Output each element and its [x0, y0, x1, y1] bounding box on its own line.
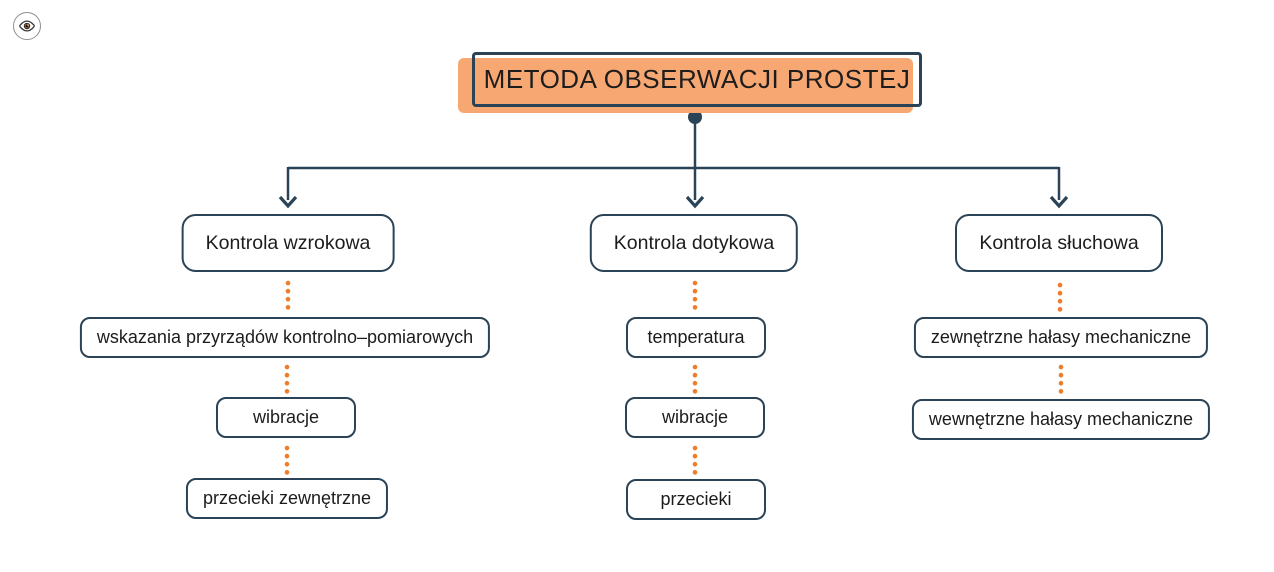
node-wewnetrzne-halasy: wewnętrzne hałasy mechaniczne	[911, 399, 1211, 440]
node-temperatura: temperatura	[626, 317, 766, 358]
preview-eye-button[interactable]	[13, 12, 41, 40]
node-wibracje-wzrokowa: wibracje	[216, 397, 356, 438]
eye-icon	[19, 20, 35, 32]
node-wskazania-przyrzadow: wskazania przyrządów kontrolno–pomiarowy…	[79, 317, 491, 358]
root-node-highlight	[458, 58, 913, 113]
root-node: METODA OBSERWACJI PROSTEJ	[472, 52, 922, 107]
node-kontrola-dotykowa: Kontrola dotykowa	[589, 214, 799, 272]
node-zewnetrzne-halasy: zewnętrzne hałasy mechaniczne	[913, 317, 1209, 358]
node-przecieki: przecieki	[626, 479, 766, 520]
node-kontrola-sluchowa: Kontrola słuchowa	[955, 214, 1163, 272]
node-kontrola-wzrokowa: Kontrola wzrokowa	[181, 214, 395, 272]
node-przecieki-zewnetrzne: przecieki zewnętrzne	[185, 478, 389, 519]
root-node-label: METODA OBSERWACJI PROSTEJ	[483, 64, 911, 94]
node-wibracje-dotykowa: wibracje	[625, 397, 765, 438]
